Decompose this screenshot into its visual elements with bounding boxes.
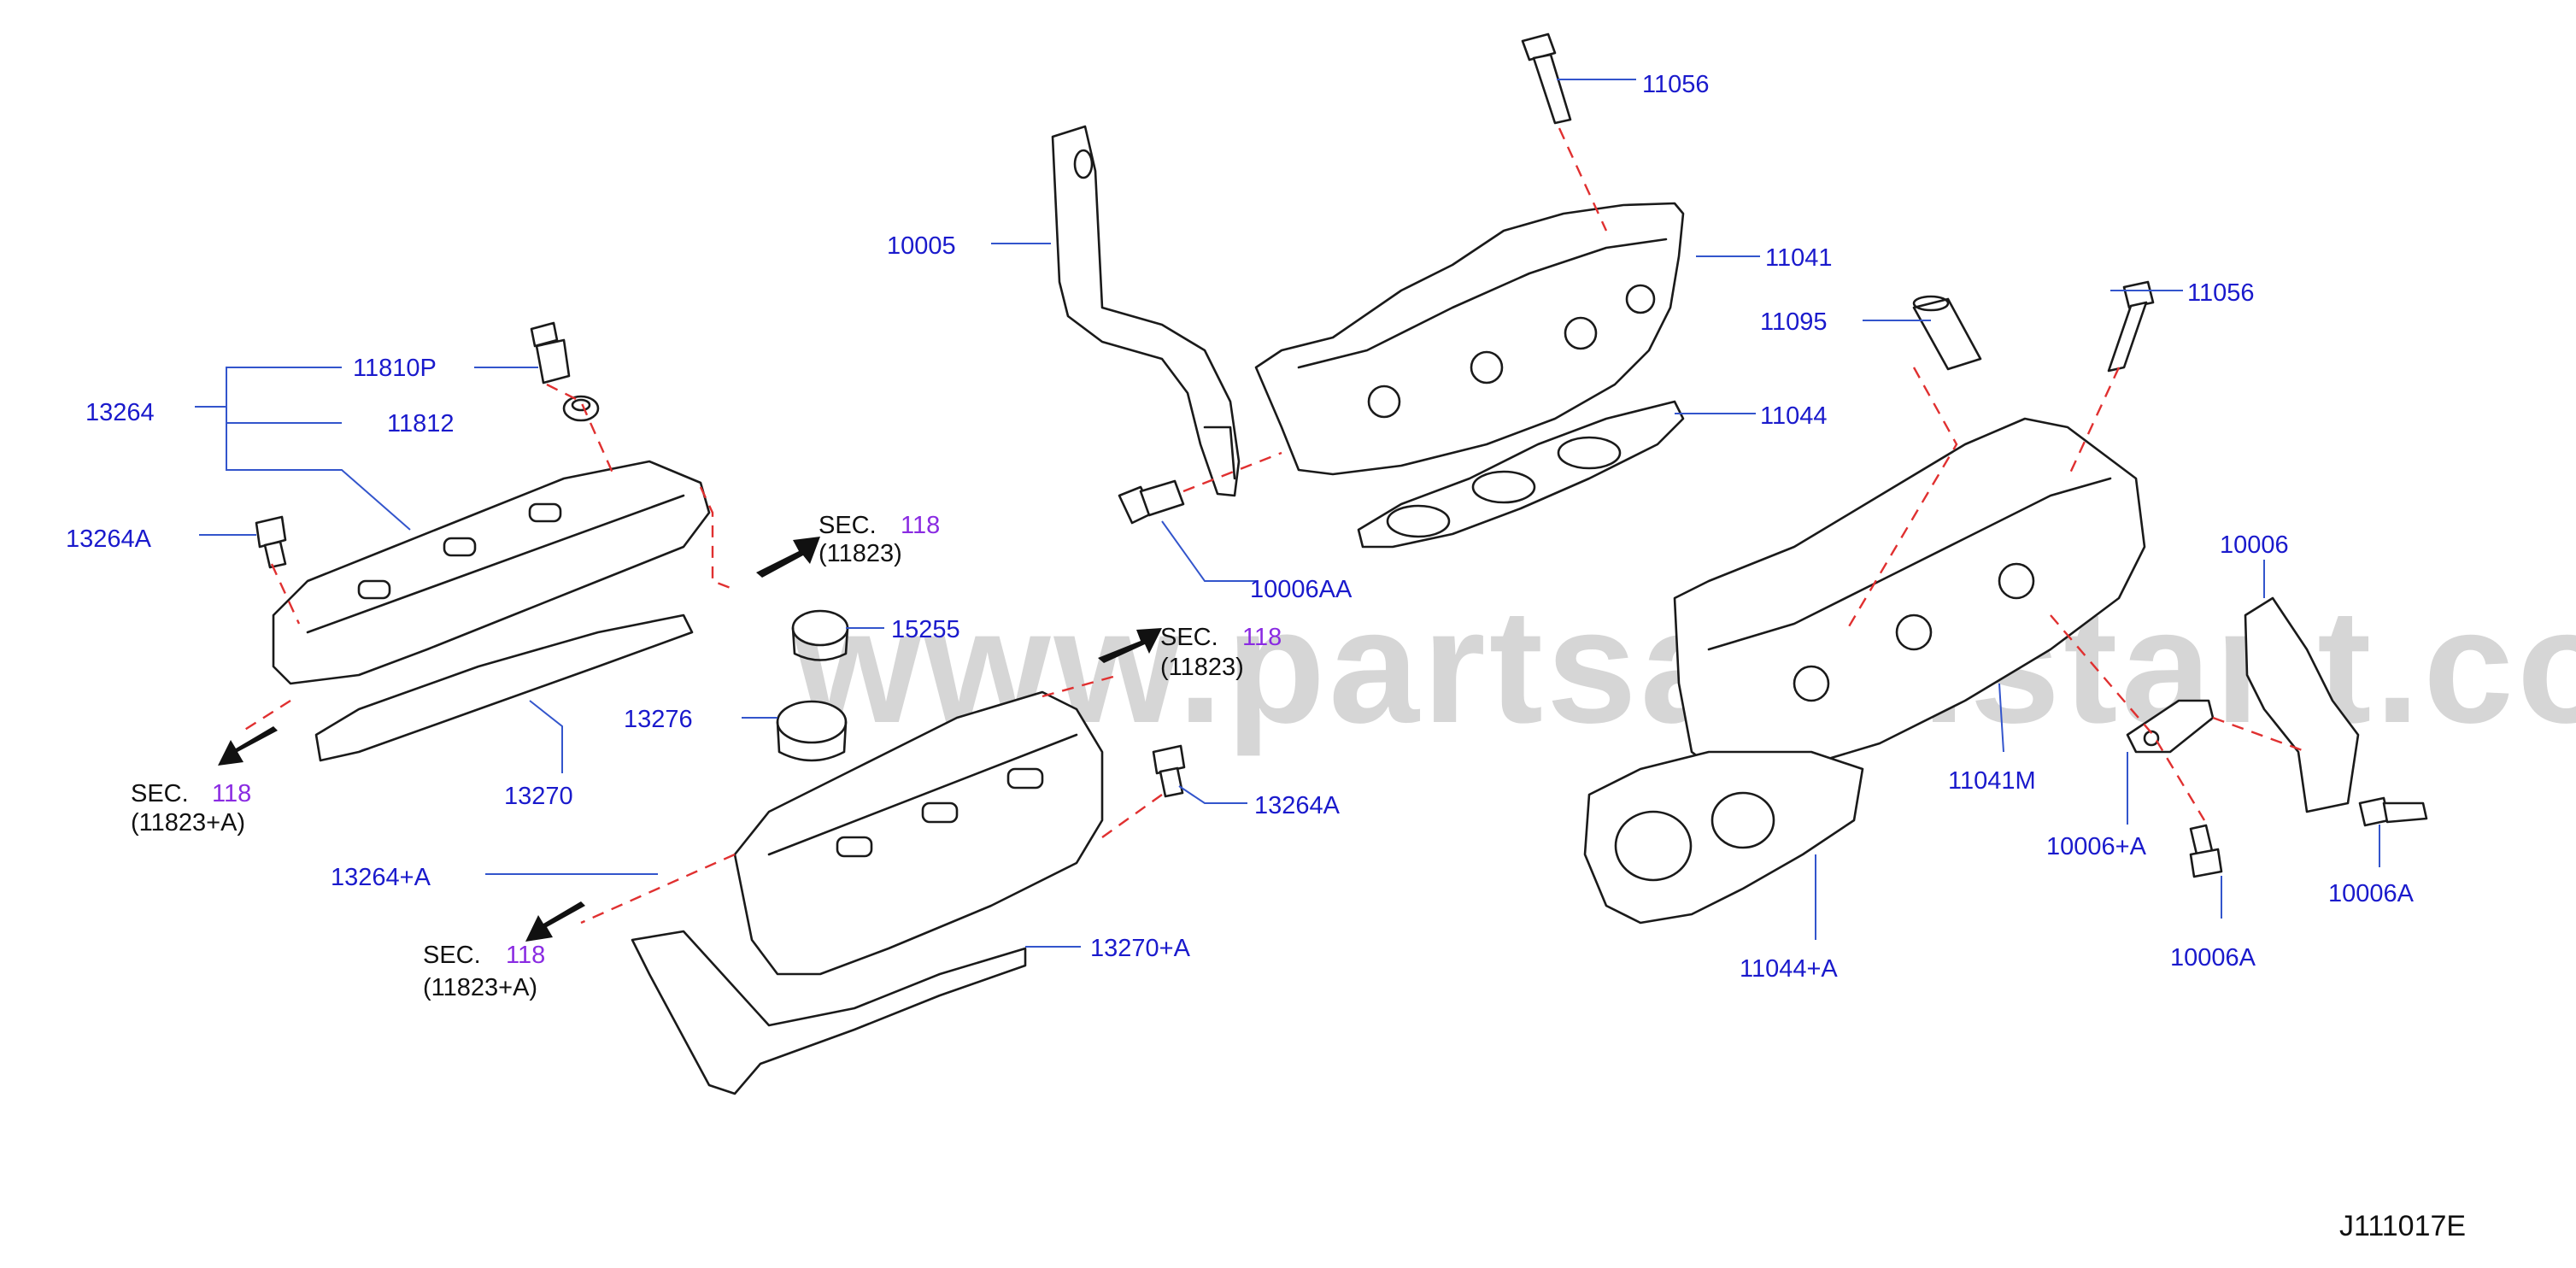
label-13270: 13270 <box>504 783 573 810</box>
seal-13276-drawing <box>776 700 848 762</box>
label-10006a-bottom: 10006A <box>2170 944 2256 972</box>
bracket-10005-drawing <box>1051 125 1241 497</box>
cylinder-head-11041-drawing <box>1254 202 1685 476</box>
head-gasket-11044pa-drawing <box>1583 750 1864 925</box>
label-10006pa: 10006+A <box>2046 833 2147 860</box>
section-ref-1-ref: (11823) <box>819 540 902 567</box>
section-ref-3[interactable]: SEC. 118 (11823+A) <box>131 780 251 837</box>
section-ref-3-number: 118 <box>212 780 251 807</box>
label-10006: 10006 <box>2220 531 2289 559</box>
label-13264a-left: 13264A <box>66 525 152 553</box>
section-ref-3-ref: (11823+A) <box>131 809 245 837</box>
label-10006aa: 10006AA <box>1250 576 1353 603</box>
section-ref-3-prefix: SEC. <box>131 780 189 807</box>
section-ref-2-prefix: SEC. <box>1160 624 1218 651</box>
label-10005: 10005 <box>887 232 956 260</box>
label-11095: 11095 <box>1760 308 1828 336</box>
label-13270pa: 13270+A <box>1090 935 1191 962</box>
gasket-13270-drawing <box>314 613 694 762</box>
label-11044: 11044 <box>1760 402 1828 430</box>
leader-lines <box>195 79 2380 948</box>
section-ref-2[interactable]: SEC. 118 (11823) <box>1160 624 1282 681</box>
bolt-10006aa-drawing <box>1118 479 1185 525</box>
label-13276: 13276 <box>624 706 693 733</box>
bolt-13264a-right-drawing <box>1152 744 1186 798</box>
diagram-code: J111017E <box>2339 1210 2466 1242</box>
label-11810p: 11810P <box>353 355 437 382</box>
section-ref-1-number: 118 <box>901 512 940 539</box>
bolt-10006a-bottom-drawing <box>2189 824 2223 878</box>
gasket-13270pa-drawing <box>631 930 1027 1095</box>
label-11812: 11812 <box>387 410 455 437</box>
bolt-10006a-right-drawing <box>2358 796 2428 827</box>
section-ref-4-ref: (11823+A) <box>423 974 537 1001</box>
bracket-10006-drawing <box>2244 596 2360 813</box>
label-11041m: 11041M <box>1948 767 2036 795</box>
section-ref-1[interactable]: SEC. 118 (11823) <box>819 512 940 567</box>
grommet-11812-drawing <box>562 395 600 422</box>
label-11056-top: 11056 <box>1642 71 1710 98</box>
section-ref-1-prefix: SEC. <box>819 512 877 539</box>
section-ref-4-number: 118 <box>506 942 545 969</box>
valve-11810p-drawing <box>530 321 571 385</box>
bolt-11056-right-drawing <box>2107 280 2155 373</box>
dowel-11095-drawing <box>1912 295 1982 371</box>
label-13264: 13264 <box>85 399 155 426</box>
label-10006a-right: 10006A <box>2328 880 2415 907</box>
section-ref-4-prefix: SEC. <box>423 942 481 969</box>
valve-cover-13264pa-drawing <box>733 690 1104 976</box>
label-13264pa: 13264+A <box>331 864 431 891</box>
section-ref-2-ref: (11823) <box>1160 654 1244 681</box>
label-13264a-right: 13264A <box>1254 792 1341 819</box>
assembly-dashed-lines <box>243 127 2308 925</box>
head-gasket-11044-drawing <box>1357 400 1685 549</box>
section-ref-4[interactable]: SEC. 118 (11823+A) <box>423 942 545 1001</box>
section-ref-2-number: 118 <box>1242 624 1282 651</box>
section-arrows <box>218 537 1162 942</box>
bolt-11056-top-drawing <box>1521 32 1572 125</box>
valve-cover-13264-drawing <box>272 460 711 685</box>
label-11056-right: 11056 <box>2187 279 2255 307</box>
bolt-13264a-left-drawing <box>255 515 287 569</box>
label-11041: 11041 <box>1765 244 1833 272</box>
label-15255: 15255 <box>891 616 960 643</box>
label-11044pa: 11044+A <box>1740 955 1838 983</box>
